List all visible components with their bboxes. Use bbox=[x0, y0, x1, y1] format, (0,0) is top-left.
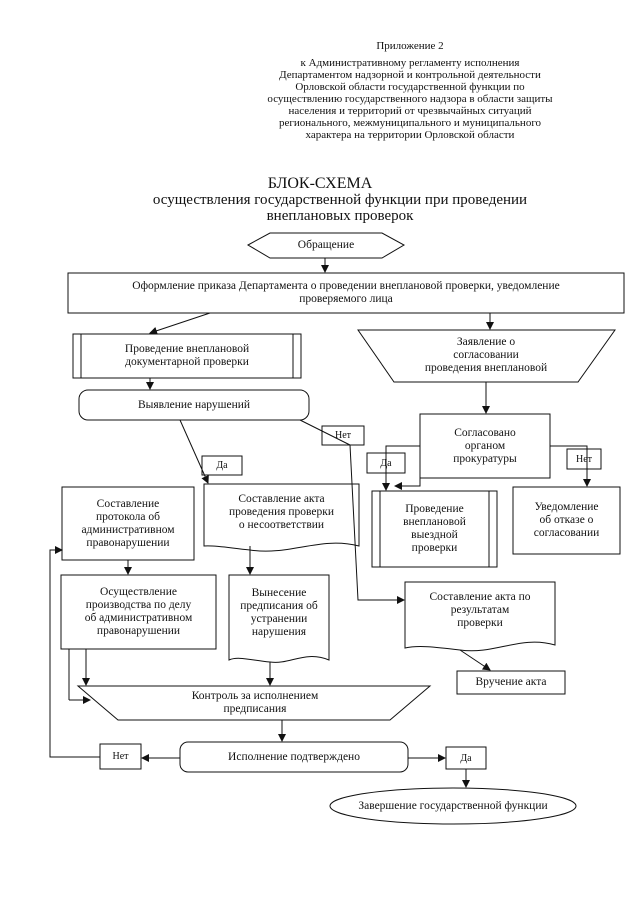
doc-check-shape bbox=[72, 333, 302, 379]
act-result-node: Составление акта по результатам проверки bbox=[429, 590, 531, 629]
control-node: Контроль за исполнением предписания bbox=[191, 690, 319, 715]
label-no-violations: Нет bbox=[334, 430, 352, 441]
control-shape bbox=[76, 685, 432, 721]
application-node: Заявление о согласовании проведения внеп… bbox=[424, 335, 548, 374]
finish-node: Завершение государственной функции bbox=[358, 799, 548, 812]
label-no-prosecutor: Нет bbox=[575, 453, 593, 465]
act-result-shape bbox=[404, 581, 556, 652]
act-violation-shape bbox=[203, 483, 360, 552]
violations-shape bbox=[78, 389, 310, 421]
protocol-node: Составление протокола об административно… bbox=[81, 497, 175, 549]
act-violation-node: Составление акта проведения проверки о н… bbox=[228, 492, 334, 531]
start-shape bbox=[246, 232, 406, 259]
refusal-shape bbox=[512, 486, 621, 555]
appendix-label: Приложение 2 bbox=[376, 40, 444, 52]
onsite-shape bbox=[371, 490, 498, 568]
violations-node: Выявление нарушений bbox=[137, 398, 251, 411]
refusal-node: Уведомление об отказе о согласовании bbox=[533, 501, 600, 539]
appendix-text: к Административному регламенту исполнени… bbox=[267, 57, 553, 141]
label-yes-prosecutor: Да bbox=[380, 457, 392, 469]
prosecutor-node: Согласовано органом прокуратуры bbox=[453, 426, 517, 465]
order-shape bbox=[67, 272, 625, 314]
finish-shape bbox=[329, 787, 577, 825]
onsite-node: Проведение внеплановой выездной проверки bbox=[403, 503, 466, 554]
proceedings-node: Осуществление производства по делу об ад… bbox=[84, 586, 193, 637]
delivery-shape bbox=[456, 670, 566, 695]
order-node: Оформление приказа Департамента о провед… bbox=[132, 280, 560, 305]
label-no-confirmed: Нет bbox=[112, 751, 129, 762]
chart-title: БЛОК-СХЕМА bbox=[267, 175, 373, 192]
confirmed-node: Исполнение подтверждено bbox=[228, 750, 360, 763]
start-node: Обращение bbox=[297, 239, 355, 251]
label-yes-confirmed: Да bbox=[460, 752, 472, 764]
order-issue-node: Вынесение предписания об устранении нару… bbox=[240, 587, 318, 638]
proceedings-shape bbox=[60, 574, 217, 650]
label-yes-violations: Да bbox=[216, 460, 228, 471]
application-shape bbox=[357, 329, 616, 383]
chart-subtitle: осуществления государственной функции пр… bbox=[152, 192, 528, 224]
confirmed-shape bbox=[179, 741, 409, 773]
doc-check-node: Проведение внеплановой документарной про… bbox=[124, 343, 250, 368]
delivery-node: Вручение акта bbox=[475, 676, 547, 688]
